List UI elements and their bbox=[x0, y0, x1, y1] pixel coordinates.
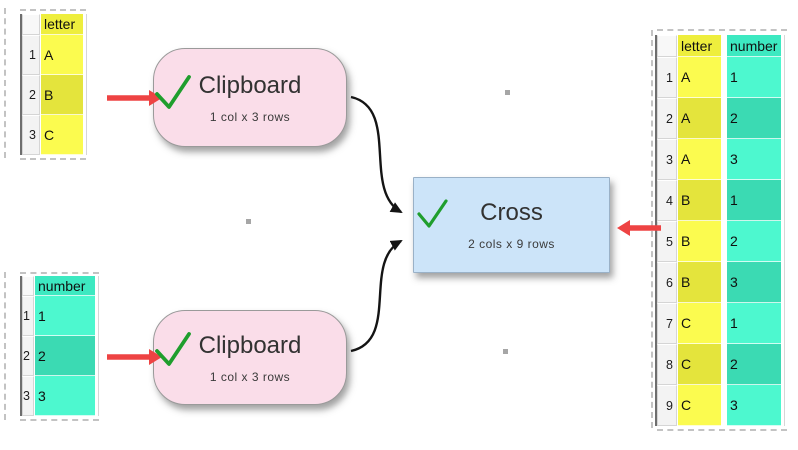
table-cell: 3 bbox=[727, 385, 781, 426]
table-cell: B bbox=[678, 221, 721, 262]
row-number-cell: 2 bbox=[657, 98, 677, 139]
node-clipboard-bottom[interactable]: Clipboard 1 col x 3 rows bbox=[153, 310, 347, 405]
table-cell: A bbox=[678, 57, 721, 98]
table-cell: 2 bbox=[727, 221, 781, 262]
table-cell: 1 bbox=[727, 57, 781, 98]
column-header-cell: number bbox=[35, 276, 95, 296]
table-cell: 1 bbox=[727, 303, 781, 344]
table-cell: 2 bbox=[727, 344, 781, 385]
table-cell: 3 bbox=[727, 262, 781, 303]
torn-edge bbox=[20, 272, 99, 274]
row-number-cell: 1 bbox=[22, 35, 40, 75]
table-cell: B bbox=[678, 180, 721, 221]
node-cross[interactable]: Cross 2 cols x 9 rows bbox=[413, 177, 610, 273]
table-cell: 2 bbox=[35, 336, 95, 376]
connector-clipboard-top-to-cross[interactable] bbox=[350, 95, 403, 214]
row-number-cell: 1 bbox=[22, 296, 34, 336]
node-title: Clipboard bbox=[198, 331, 302, 359]
torn-edge bbox=[20, 158, 86, 160]
grid-dot bbox=[505, 90, 510, 95]
grid-dot bbox=[246, 219, 251, 224]
table-cell: A bbox=[41, 35, 83, 75]
table-cell: 2 bbox=[727, 98, 781, 139]
table-cell: C bbox=[678, 344, 721, 385]
node-size-label: 1 col x 3 rows bbox=[209, 109, 291, 124]
row-number-header-cell bbox=[22, 14, 40, 35]
table-cell: 3 bbox=[35, 376, 95, 416]
table-cell: B bbox=[41, 75, 83, 115]
table-cell: 1 bbox=[727, 180, 781, 221]
table-cell: C bbox=[678, 303, 721, 344]
row-number-cell: 5 bbox=[657, 221, 677, 262]
column-header-cell: letter bbox=[678, 35, 721, 57]
table-cell: C bbox=[41, 115, 83, 155]
node-title: Cross bbox=[480, 199, 543, 226]
connector-clipboard-bottom-to-cross[interactable] bbox=[350, 239, 403, 353]
torn-edge bbox=[4, 8, 6, 158]
node-size-label: 2 cols x 9 rows bbox=[468, 237, 555, 251]
row-number-cell: 9 bbox=[657, 385, 677, 426]
node-title: Clipboard bbox=[198, 71, 302, 99]
table-cell: 3 bbox=[727, 139, 781, 180]
row-number-cell: 1 bbox=[657, 57, 677, 98]
row-number-cell: 2 bbox=[22, 75, 40, 115]
table-cell: A bbox=[678, 139, 721, 180]
row-number-header-cell bbox=[22, 276, 34, 296]
row-number-cell: 3 bbox=[22, 376, 34, 416]
row-number-cell: 2 bbox=[22, 336, 34, 376]
torn-edge bbox=[4, 272, 6, 420]
table-cell: 1 bbox=[35, 296, 95, 336]
row-number-cell: 3 bbox=[657, 139, 677, 180]
torn-edge bbox=[20, 419, 99, 421]
column-header-cell: letter bbox=[41, 14, 83, 35]
torn-edge bbox=[657, 429, 787, 431]
row-number-cell: 7 bbox=[657, 303, 677, 344]
node-clipboard-top[interactable]: Clipboard 1 col x 3 rows bbox=[153, 48, 347, 147]
torn-edge bbox=[657, 29, 787, 31]
row-number-cell: 8 bbox=[657, 344, 677, 385]
node-size-label: 1 col x 3 rows bbox=[209, 369, 291, 384]
row-number-header-cell bbox=[657, 35, 677, 57]
table-cell: C bbox=[678, 385, 721, 426]
table-cell: A bbox=[678, 98, 721, 139]
row-number-cell: 4 bbox=[657, 180, 677, 221]
column-header-cell: number bbox=[727, 35, 781, 57]
row-number-cell: 6 bbox=[657, 262, 677, 303]
grid-dot bbox=[503, 349, 508, 354]
torn-edge bbox=[20, 9, 86, 11]
table-cell: B bbox=[678, 262, 721, 303]
torn-edge bbox=[651, 30, 653, 428]
row-number-cell: 3 bbox=[22, 115, 40, 155]
